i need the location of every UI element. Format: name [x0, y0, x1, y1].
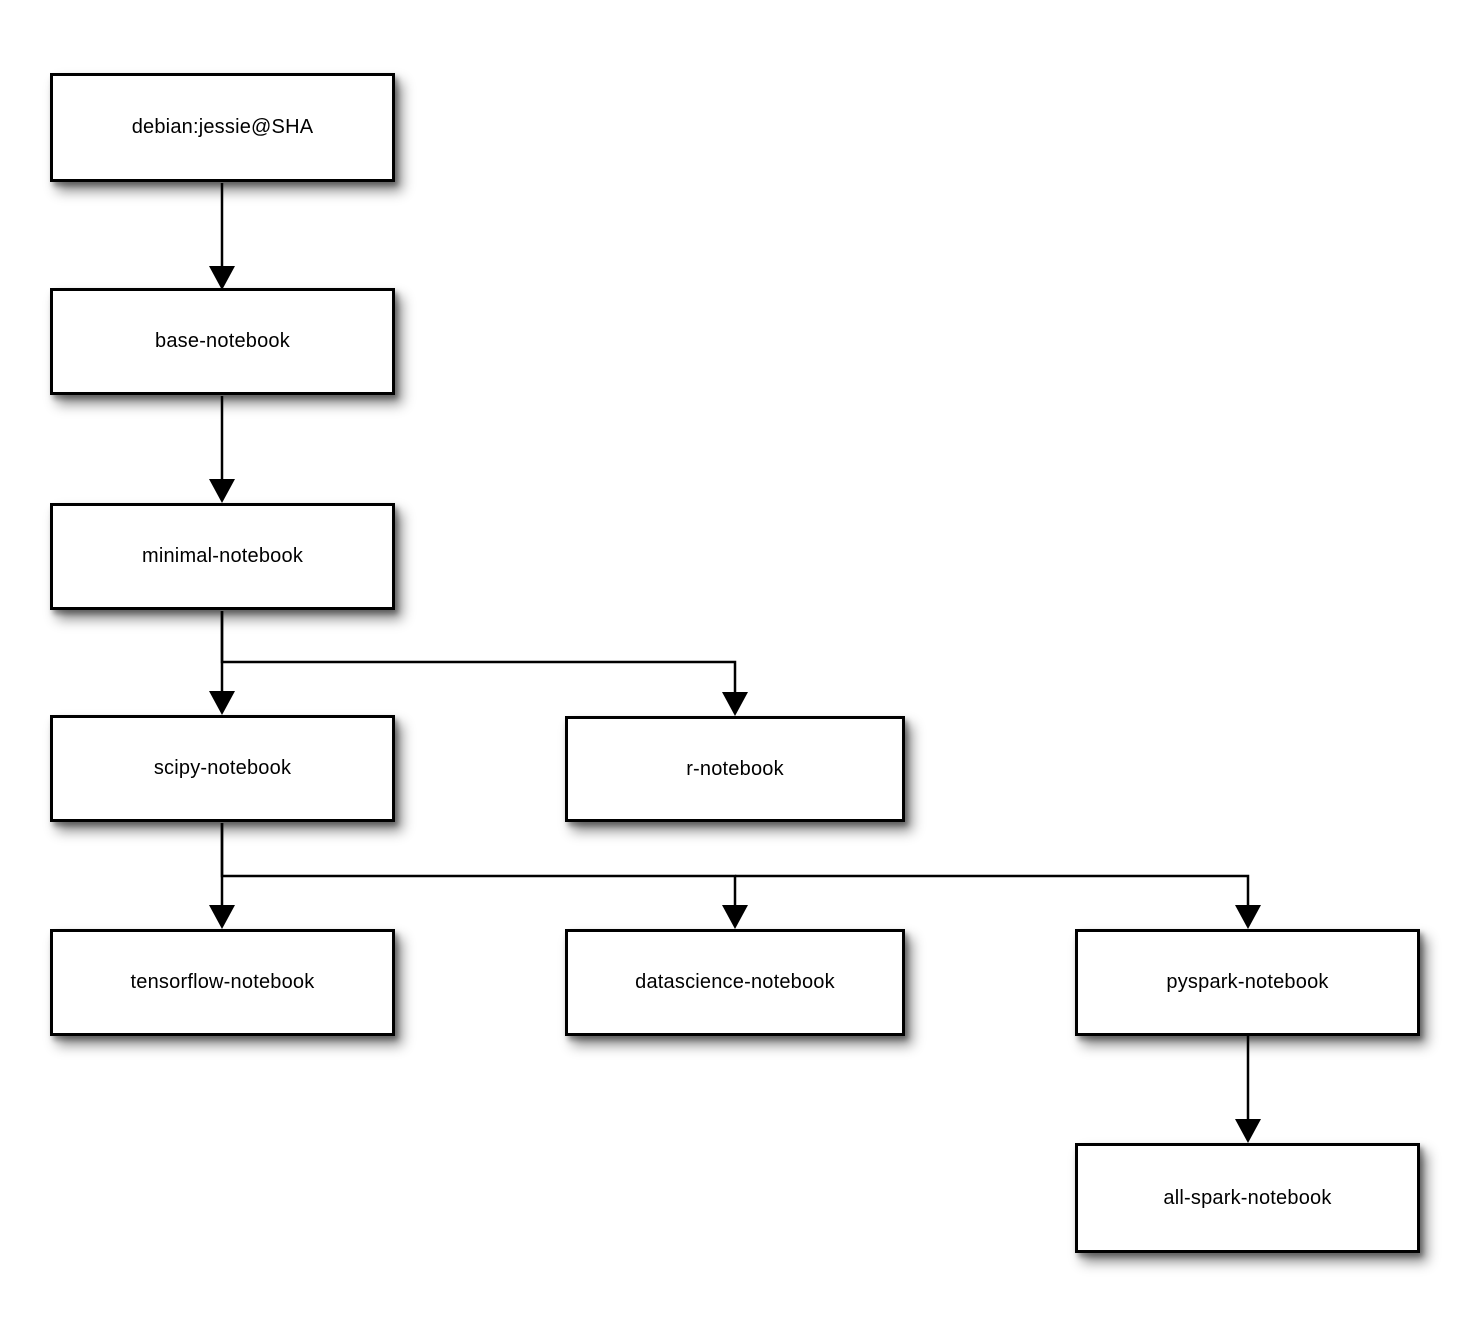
- edge-base-to-minimal: [209, 396, 235, 503]
- edge-pyspark-to-allspark: [1235, 1036, 1261, 1143]
- node-pyspark-notebook: pyspark-notebook: [1075, 929, 1420, 1036]
- node-label: base-notebook: [155, 330, 290, 352]
- node-base-notebook: base-notebook: [50, 288, 395, 395]
- node-scipy-notebook: scipy-notebook: [50, 715, 395, 822]
- edge-minimal-to-r: [220, 611, 748, 716]
- arrowhead-icon: [1235, 905, 1261, 929]
- arrowhead-icon: [722, 692, 748, 716]
- edge-scipy-to-datascience: [220, 823, 748, 929]
- node-all-spark-notebook: all-spark-notebook: [1075, 1143, 1420, 1253]
- node-minimal-notebook: minimal-notebook: [50, 503, 395, 610]
- node-label: pyspark-notebook: [1166, 971, 1329, 993]
- edge-scipy-to-pyspark: [735, 874, 1261, 929]
- node-datascience-notebook: datascience-notebook: [565, 929, 905, 1036]
- node-tensorflow-notebook: tensorflow-notebook: [50, 929, 395, 1036]
- node-label: all-spark-notebook: [1163, 1186, 1332, 1209]
- edge-debian-to-base: [209, 183, 235, 290]
- node-label: scipy-notebook: [153, 757, 292, 779]
- node-label: minimal-notebook: [141, 545, 304, 567]
- arrowhead-icon: [209, 905, 235, 929]
- arrowhead-icon: [209, 691, 235, 715]
- arrowhead-icon: [209, 479, 235, 503]
- node-label: tensorflow-notebook: [130, 971, 315, 993]
- node-r-notebook: r-notebook: [565, 716, 905, 822]
- node-label: r-notebook: [686, 757, 784, 780]
- arrowhead-icon: [722, 905, 748, 929]
- node-debian-jessie: debian:jessie@SHA: [50, 73, 395, 182]
- node-label: debian:jessie@SHA: [131, 116, 314, 138]
- arrowhead-icon: [1235, 1119, 1261, 1143]
- node-label: datascience-notebook: [635, 971, 835, 993]
- arrowhead-icon: [209, 266, 235, 290]
